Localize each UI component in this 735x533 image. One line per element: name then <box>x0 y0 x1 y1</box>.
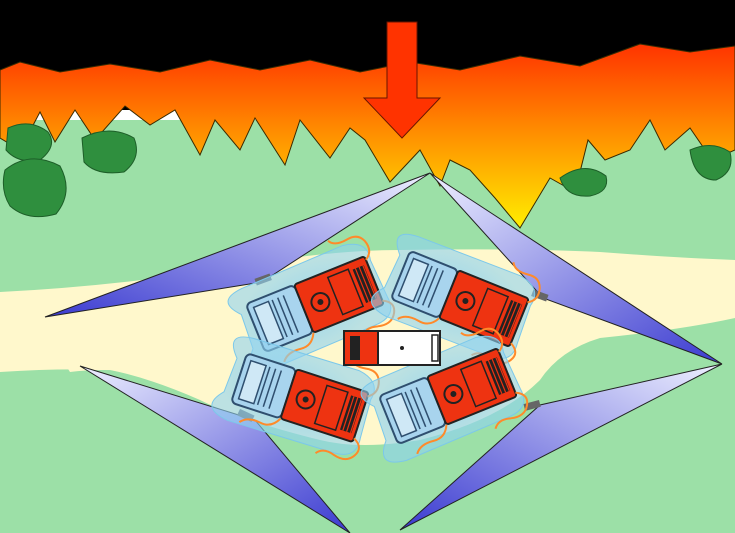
bush-icon <box>82 131 136 173</box>
bush-icon <box>3 159 66 217</box>
bush-icon <box>6 124 52 161</box>
command-vehicle-icon <box>344 331 440 365</box>
